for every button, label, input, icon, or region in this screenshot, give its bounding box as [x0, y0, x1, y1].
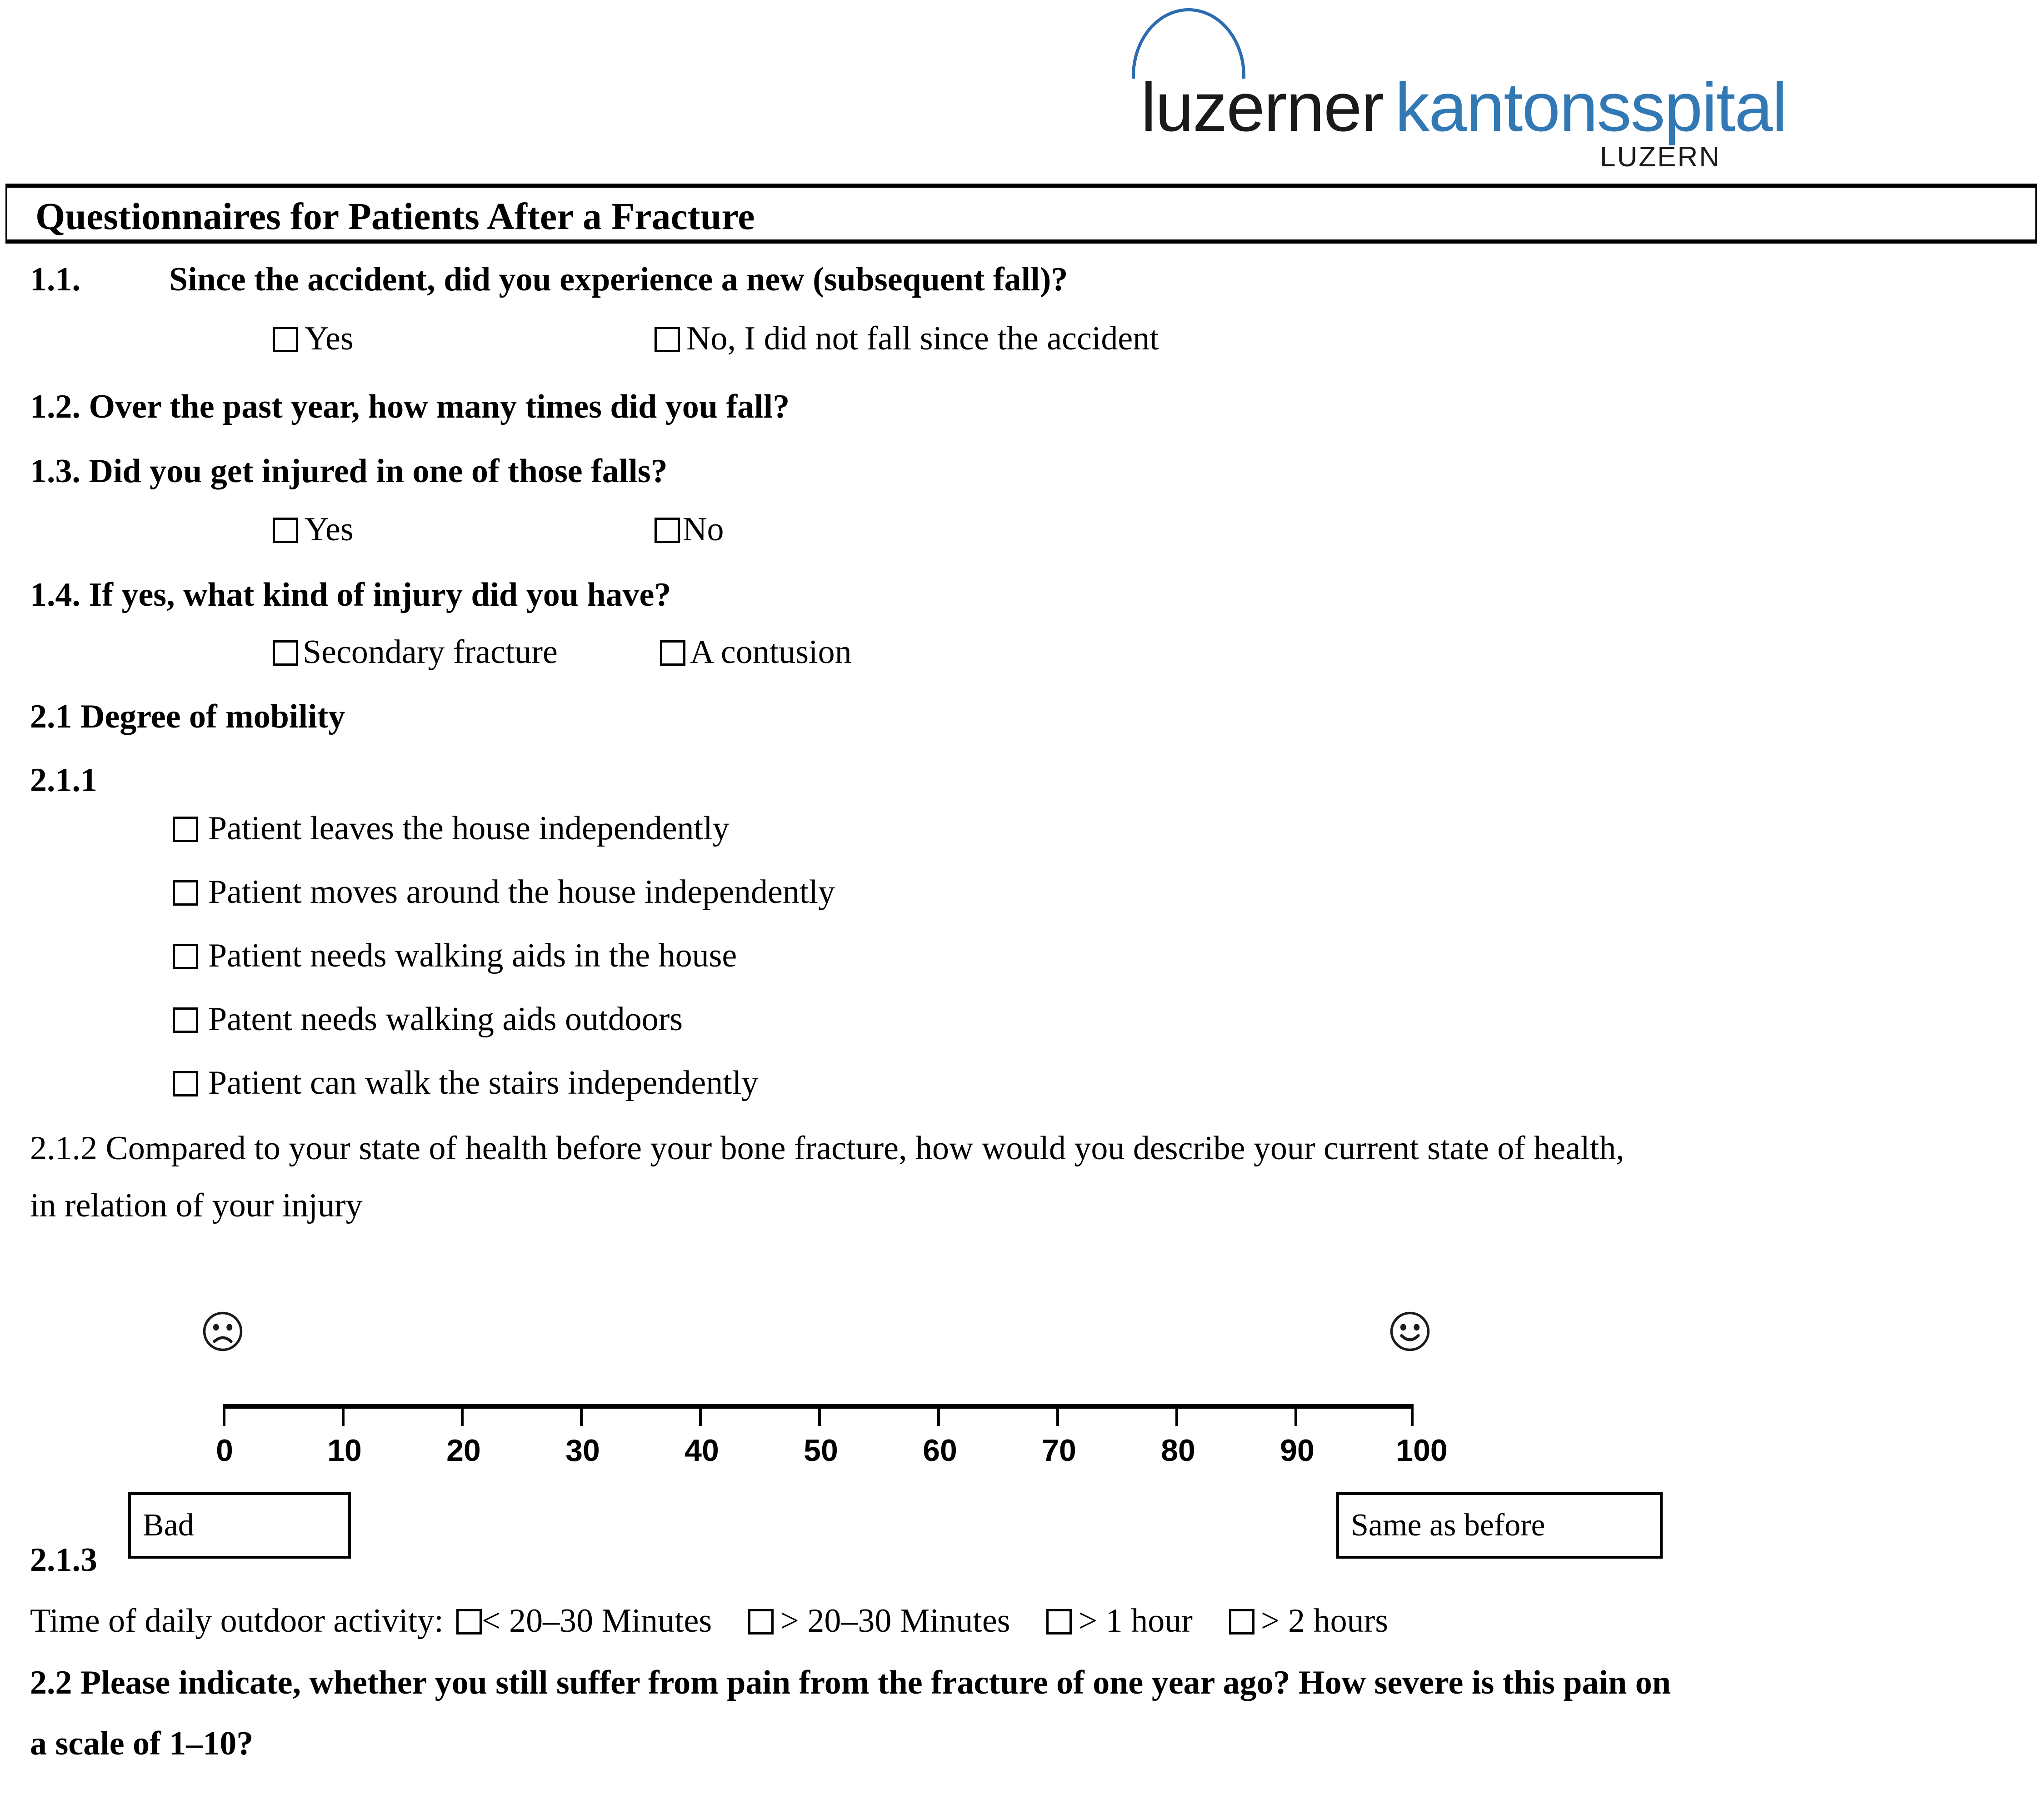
vas-tick-70 — [1056, 1404, 1059, 1426]
vas-tick-40 — [699, 1404, 702, 1426]
vas-label-90: 90 — [1280, 1433, 1314, 1468]
question-1-1-number: 1.1. — [30, 261, 80, 298]
vas-label-30: 30 — [565, 1433, 600, 1468]
vas-tick-30 — [580, 1404, 583, 1426]
vas-tick-0 — [223, 1404, 225, 1426]
vas-label-40: 40 — [685, 1433, 719, 1468]
question-1-2-text: 1.2. Over the past year, how many times … — [30, 388, 790, 425]
question-2-1-2-line2: in relation of your injury — [30, 1187, 363, 1224]
checkbox-1-3-no[interactable] — [655, 518, 680, 543]
checkbox-leaves-house[interactable] — [173, 817, 198, 842]
option-2-1-1-d[interactable]: Patent needs walking aids outdoors — [173, 1002, 683, 1036]
option-2-1-1-c[interactable]: Patient needs walking aids in the house — [173, 939, 737, 972]
option-2-1-1-e[interactable]: Patient can walk the stairs independentl… — [173, 1066, 758, 1100]
option-label: A contusion — [690, 633, 852, 671]
question-1-3-text: 1.3. Did you get injured in one of those… — [30, 453, 668, 490]
option-1-4-contusion[interactable]: A contusion — [660, 635, 852, 669]
question-2-2-line1: 2.2 Please indicate, whether you still s… — [30, 1664, 1671, 1701]
vas-tick-20 — [461, 1404, 464, 1426]
option-label: > 2 hours — [1260, 1602, 1389, 1640]
vas-anchor-left-label: Bad — [143, 1508, 194, 1543]
vas-tick-60 — [937, 1404, 940, 1426]
checkbox-1-3-yes[interactable] — [273, 518, 298, 543]
option-1-3-yes[interactable]: Yes — [273, 513, 354, 546]
option-label: < 20–30 Minutes — [481, 1602, 712, 1640]
vas-tick-90 — [1294, 1404, 1297, 1426]
logo-word-kantonsspital: kantonsspital — [1395, 69, 1787, 146]
option-label: > 20–30 Minutes — [780, 1602, 1010, 1640]
checkbox-1-4-secondary-fracture[interactable] — [273, 640, 298, 666]
happy-face-icon — [1390, 1311, 1430, 1351]
vas-tick-80 — [1175, 1404, 1178, 1426]
title-banner: Questionnaires for Patients After a Frac… — [5, 184, 2037, 244]
option-1-3-no[interactable]: No — [655, 513, 724, 546]
vas-anchor-left: Bad — [128, 1492, 351, 1559]
vas-label-80: 80 — [1161, 1433, 1195, 1468]
vas-label-60: 60 — [923, 1433, 957, 1468]
question-2-2-line2: a scale of 1–10? — [30, 1725, 254, 1762]
question-2-1-3-row: Time of daily outdoor activity: < 20–30 M… — [30, 1604, 1388, 1638]
question-2-1-3-prompt: Time of daily outdoor activity: — [30, 1602, 444, 1640]
option-1-4-secondary-fracture[interactable]: Secondary fracture — [273, 635, 558, 669]
question-1-1-text: Since the accident, did you experience a… — [169, 261, 1068, 298]
option-label: No — [683, 511, 724, 548]
vas-label-100: 100 — [1396, 1433, 1448, 1468]
checkbox-walking-aids-outdoors[interactable] — [173, 1007, 198, 1033]
option-label: > 1 hour — [1078, 1602, 1193, 1640]
checkbox-under-20-30-minutes[interactable] — [456, 1609, 482, 1635]
checkbox-1-1-no[interactable] — [655, 327, 680, 352]
option-1-1-no[interactable]: No, I did not fall since the accident — [655, 322, 1159, 355]
option-label: Yes — [305, 511, 354, 548]
vas-tick-10 — [342, 1404, 345, 1426]
checkbox-walk-stairs[interactable] — [173, 1071, 198, 1096]
logo-subtitle: LUZERN — [1600, 141, 1721, 173]
option-label: Patient can walk the stairs independentl… — [208, 1064, 759, 1101]
question-1-4-text: 1.4. If yes, what kind of injury did you… — [30, 576, 671, 613]
vas-tick-50 — [818, 1404, 821, 1426]
option-label: Secondary fracture — [303, 633, 558, 671]
logo-arch-icon — [1132, 8, 1245, 79]
vas-label-50: 50 — [804, 1433, 838, 1468]
sad-face-icon — [203, 1311, 243, 1351]
option-label: Yes — [305, 320, 354, 357]
option-2-1-1-a[interactable]: Patient leaves the house independently — [173, 812, 730, 845]
vas-label-70: 70 — [1042, 1433, 1076, 1468]
vas-anchor-right: Same as before — [1336, 1492, 1663, 1559]
logo-word-luzerner: luzerner — [1141, 69, 1384, 146]
vas-anchor-right-label: Same as before — [1351, 1508, 1545, 1543]
option-label: No, I did not fall since the accident — [686, 320, 1159, 357]
option-2-1-1-b[interactable]: Patient moves around the house independe… — [173, 875, 835, 909]
option-label: Patient moves around the house independe… — [208, 873, 835, 911]
vas-label-20: 20 — [446, 1433, 481, 1468]
option-label: Patient needs walking aids in the house — [208, 937, 737, 974]
question-2-1-3-number: 2.1.3 — [30, 1541, 97, 1579]
checkbox-1-1-yes[interactable] — [273, 327, 298, 352]
checkbox-over-1-hour[interactable] — [1046, 1609, 1072, 1635]
checkbox-over-20-30-minutes[interactable] — [748, 1609, 774, 1635]
section-2-1-heading: 2.1 Degree of mobility — [30, 698, 345, 735]
page-title: Questionnaires for Patients After a Frac… — [35, 195, 755, 238]
checkbox-over-2-hours[interactable] — [1229, 1609, 1254, 1635]
vas-label-0: 0 — [216, 1433, 233, 1468]
question-2-1-1-number: 2.1.1 — [30, 762, 97, 799]
option-label: Patient leaves the house independently — [208, 810, 730, 847]
checkbox-walking-aids-house[interactable] — [173, 944, 198, 969]
question-2-1-2-line1: 2.1.2 Compared to your state of health b… — [30, 1130, 1624, 1167]
vas-label-10: 10 — [327, 1433, 362, 1468]
checkbox-1-4-contusion[interactable] — [660, 640, 685, 666]
vas-tick-100 — [1411, 1404, 1414, 1426]
option-label: Patent needs walking aids outdoors — [208, 1001, 683, 1038]
checkbox-moves-around-house[interactable] — [173, 880, 198, 906]
option-1-1-yes[interactable]: Yes — [273, 322, 354, 355]
